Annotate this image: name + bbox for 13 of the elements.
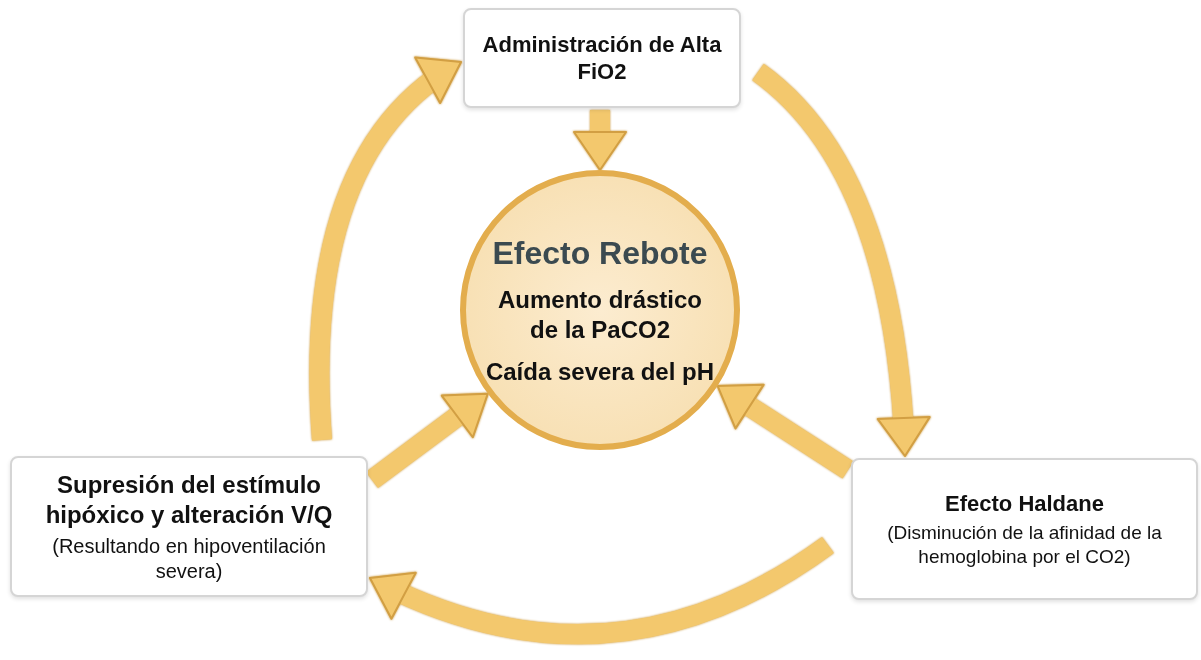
box-text: (Disminución de la afinidad de la hemoglobina por el CO2) [886, 521, 1163, 569]
process-box [10, 456, 368, 597]
process-box [851, 458, 1198, 600]
block-arrow [573, 110, 627, 171]
circle-text: Caída severa del pH [485, 357, 715, 387]
box-text: (Resultando en hipoventilación severa) [51, 533, 327, 584]
box-heading: Supresión del estímulo hipóxico y alteración V/Q [44, 469, 334, 530]
box-heading: Efecto Haldane [945, 489, 1104, 517]
box-heading: Administración de Alta FiO2 [481, 30, 723, 86]
circle-title: Efecto Rebote [492, 234, 708, 273]
process-box [463, 8, 741, 108]
block-arrow [751, 64, 930, 457]
circle-text: Aumento drástico de la PaCO2 [497, 285, 703, 345]
